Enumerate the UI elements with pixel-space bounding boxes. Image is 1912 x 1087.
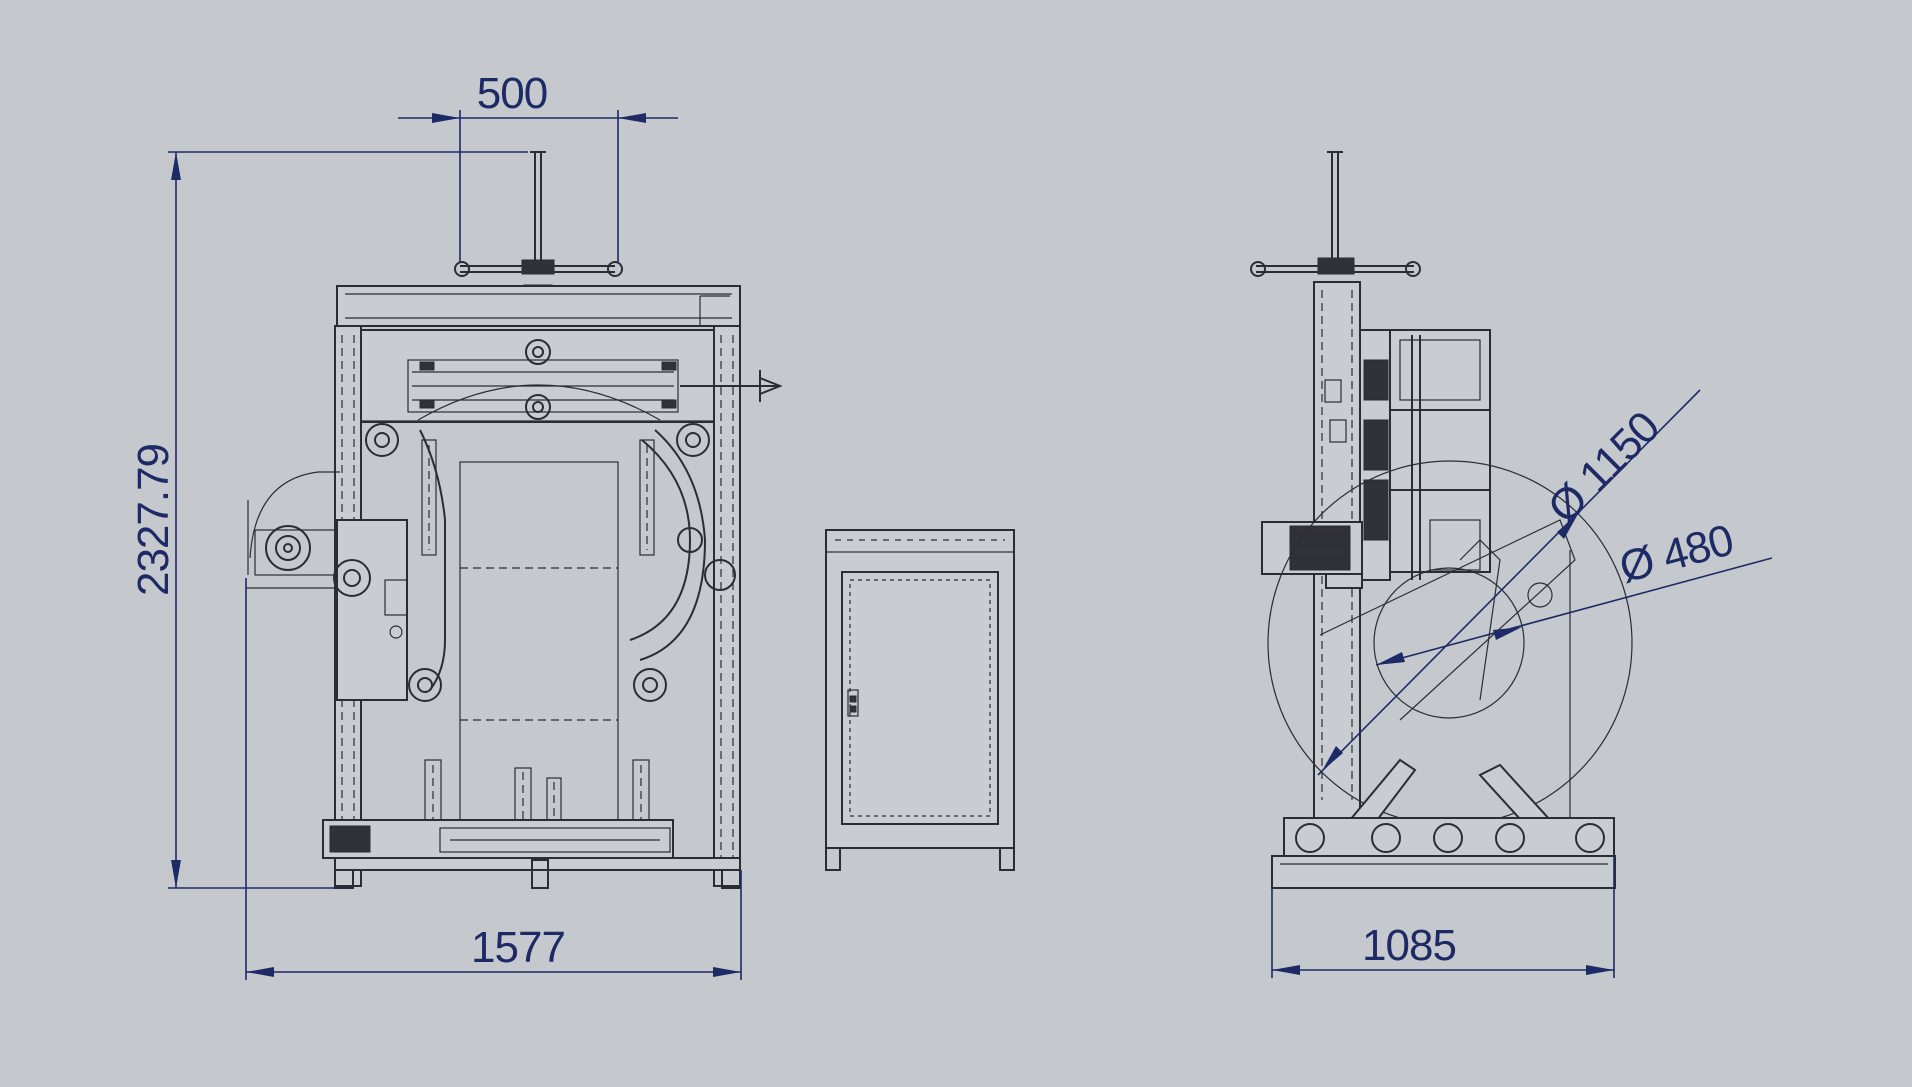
dimension-side-depth: 1085 <box>1271 856 1615 978</box>
dim-label-overall-height: 2327.79 <box>129 444 178 596</box>
dim-label-top-width: 500 <box>477 69 547 118</box>
dim-label-side-depth: 1085 <box>1362 921 1456 970</box>
dim-label-front-width: 1577 <box>471 923 565 972</box>
dim-label-inner-diameter: Ø 480 <box>1614 515 1738 592</box>
control-cabinet <box>825 529 1015 871</box>
front-view <box>246 151 783 889</box>
dimension-overall-height: 2327.79 <box>129 151 528 889</box>
side-view <box>1250 151 1633 889</box>
dimension-front-width: 1577 <box>245 578 742 980</box>
dimension-top-width: 500 <box>398 69 678 262</box>
dim-label-outer-diameter: Ø 1150 <box>1539 403 1669 533</box>
